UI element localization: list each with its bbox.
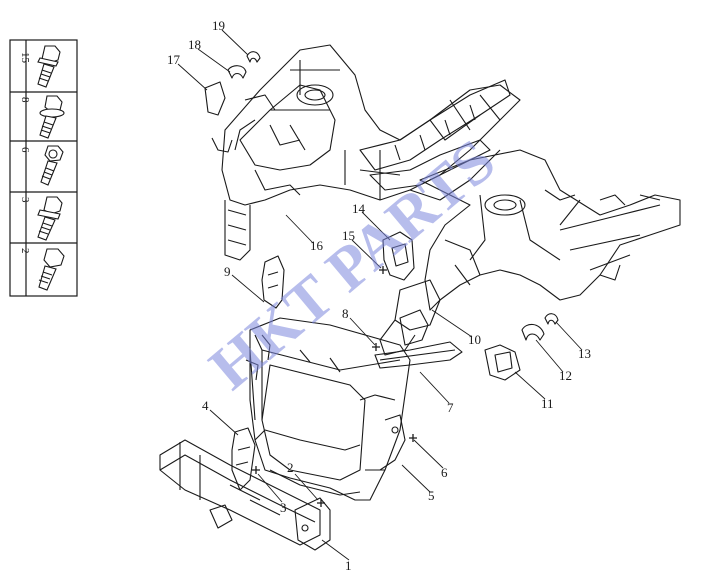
fastener-markers (252, 266, 417, 507)
legend-label-2: 2 (19, 248, 31, 254)
part-14-bracket (382, 231, 415, 281)
washer-bolt-icon (39, 95, 65, 139)
part-13-clip (544, 313, 559, 325)
callout-8: 8 (342, 306, 349, 321)
callout-12: 12 (559, 368, 572, 383)
hex-bolt-icon (38, 248, 65, 291)
part-9-bracket (261, 255, 285, 309)
callout-5: 5 (428, 488, 435, 503)
upper-rail-extension (359, 79, 511, 191)
callout-9: 9 (224, 264, 231, 279)
watermark: HKT PARTS (197, 127, 508, 403)
callout-19: 19 (212, 18, 225, 33)
flange-bolt-icon (37, 196, 63, 241)
callout-14: 14 (352, 201, 366, 216)
callout-13: 13 (578, 346, 591, 361)
legend-label-8: 8 (19, 97, 31, 103)
legend-label-3: 3 (19, 197, 31, 203)
callout-7: 7 (447, 400, 454, 415)
part-4-bracket (231, 427, 256, 491)
part-12-clip (521, 323, 545, 341)
front-bumper-beam (159, 439, 331, 551)
front-rail-assembly-left (211, 44, 521, 261)
callout-3: 3 (280, 500, 287, 515)
flange-bolt-icon (37, 45, 61, 88)
part-17-bracket (204, 81, 226, 116)
hex-bolt-icon (40, 145, 64, 186)
part-19-clip (246, 51, 261, 63)
part-18-clip (227, 65, 247, 79)
legend-label-6: 6 (19, 147, 31, 153)
callout-10: 10 (468, 332, 481, 347)
radiator-support-frame (245, 317, 411, 501)
legend-frame (9, 39, 78, 297)
front-rail-assembly-right (379, 149, 681, 356)
leader-lines (177, 29, 583, 561)
callout-18: 18 (188, 37, 201, 52)
callout-1: 1 (345, 558, 352, 573)
callout-15: 15 (342, 228, 355, 243)
part-10-bracket (399, 309, 429, 346)
callout-4: 4 (202, 398, 209, 413)
callout-2: 2 (287, 460, 294, 475)
callout-17: 17 (167, 52, 181, 67)
fastener-legend (9, 39, 78, 297)
callout-11: 11 (541, 396, 554, 411)
callout-16: 16 (310, 238, 324, 253)
part-7-strut (374, 341, 463, 369)
legend-label-15: 15 (19, 52, 31, 64)
callout-6: 6 (441, 465, 448, 480)
part-11-bracket (484, 344, 521, 381)
